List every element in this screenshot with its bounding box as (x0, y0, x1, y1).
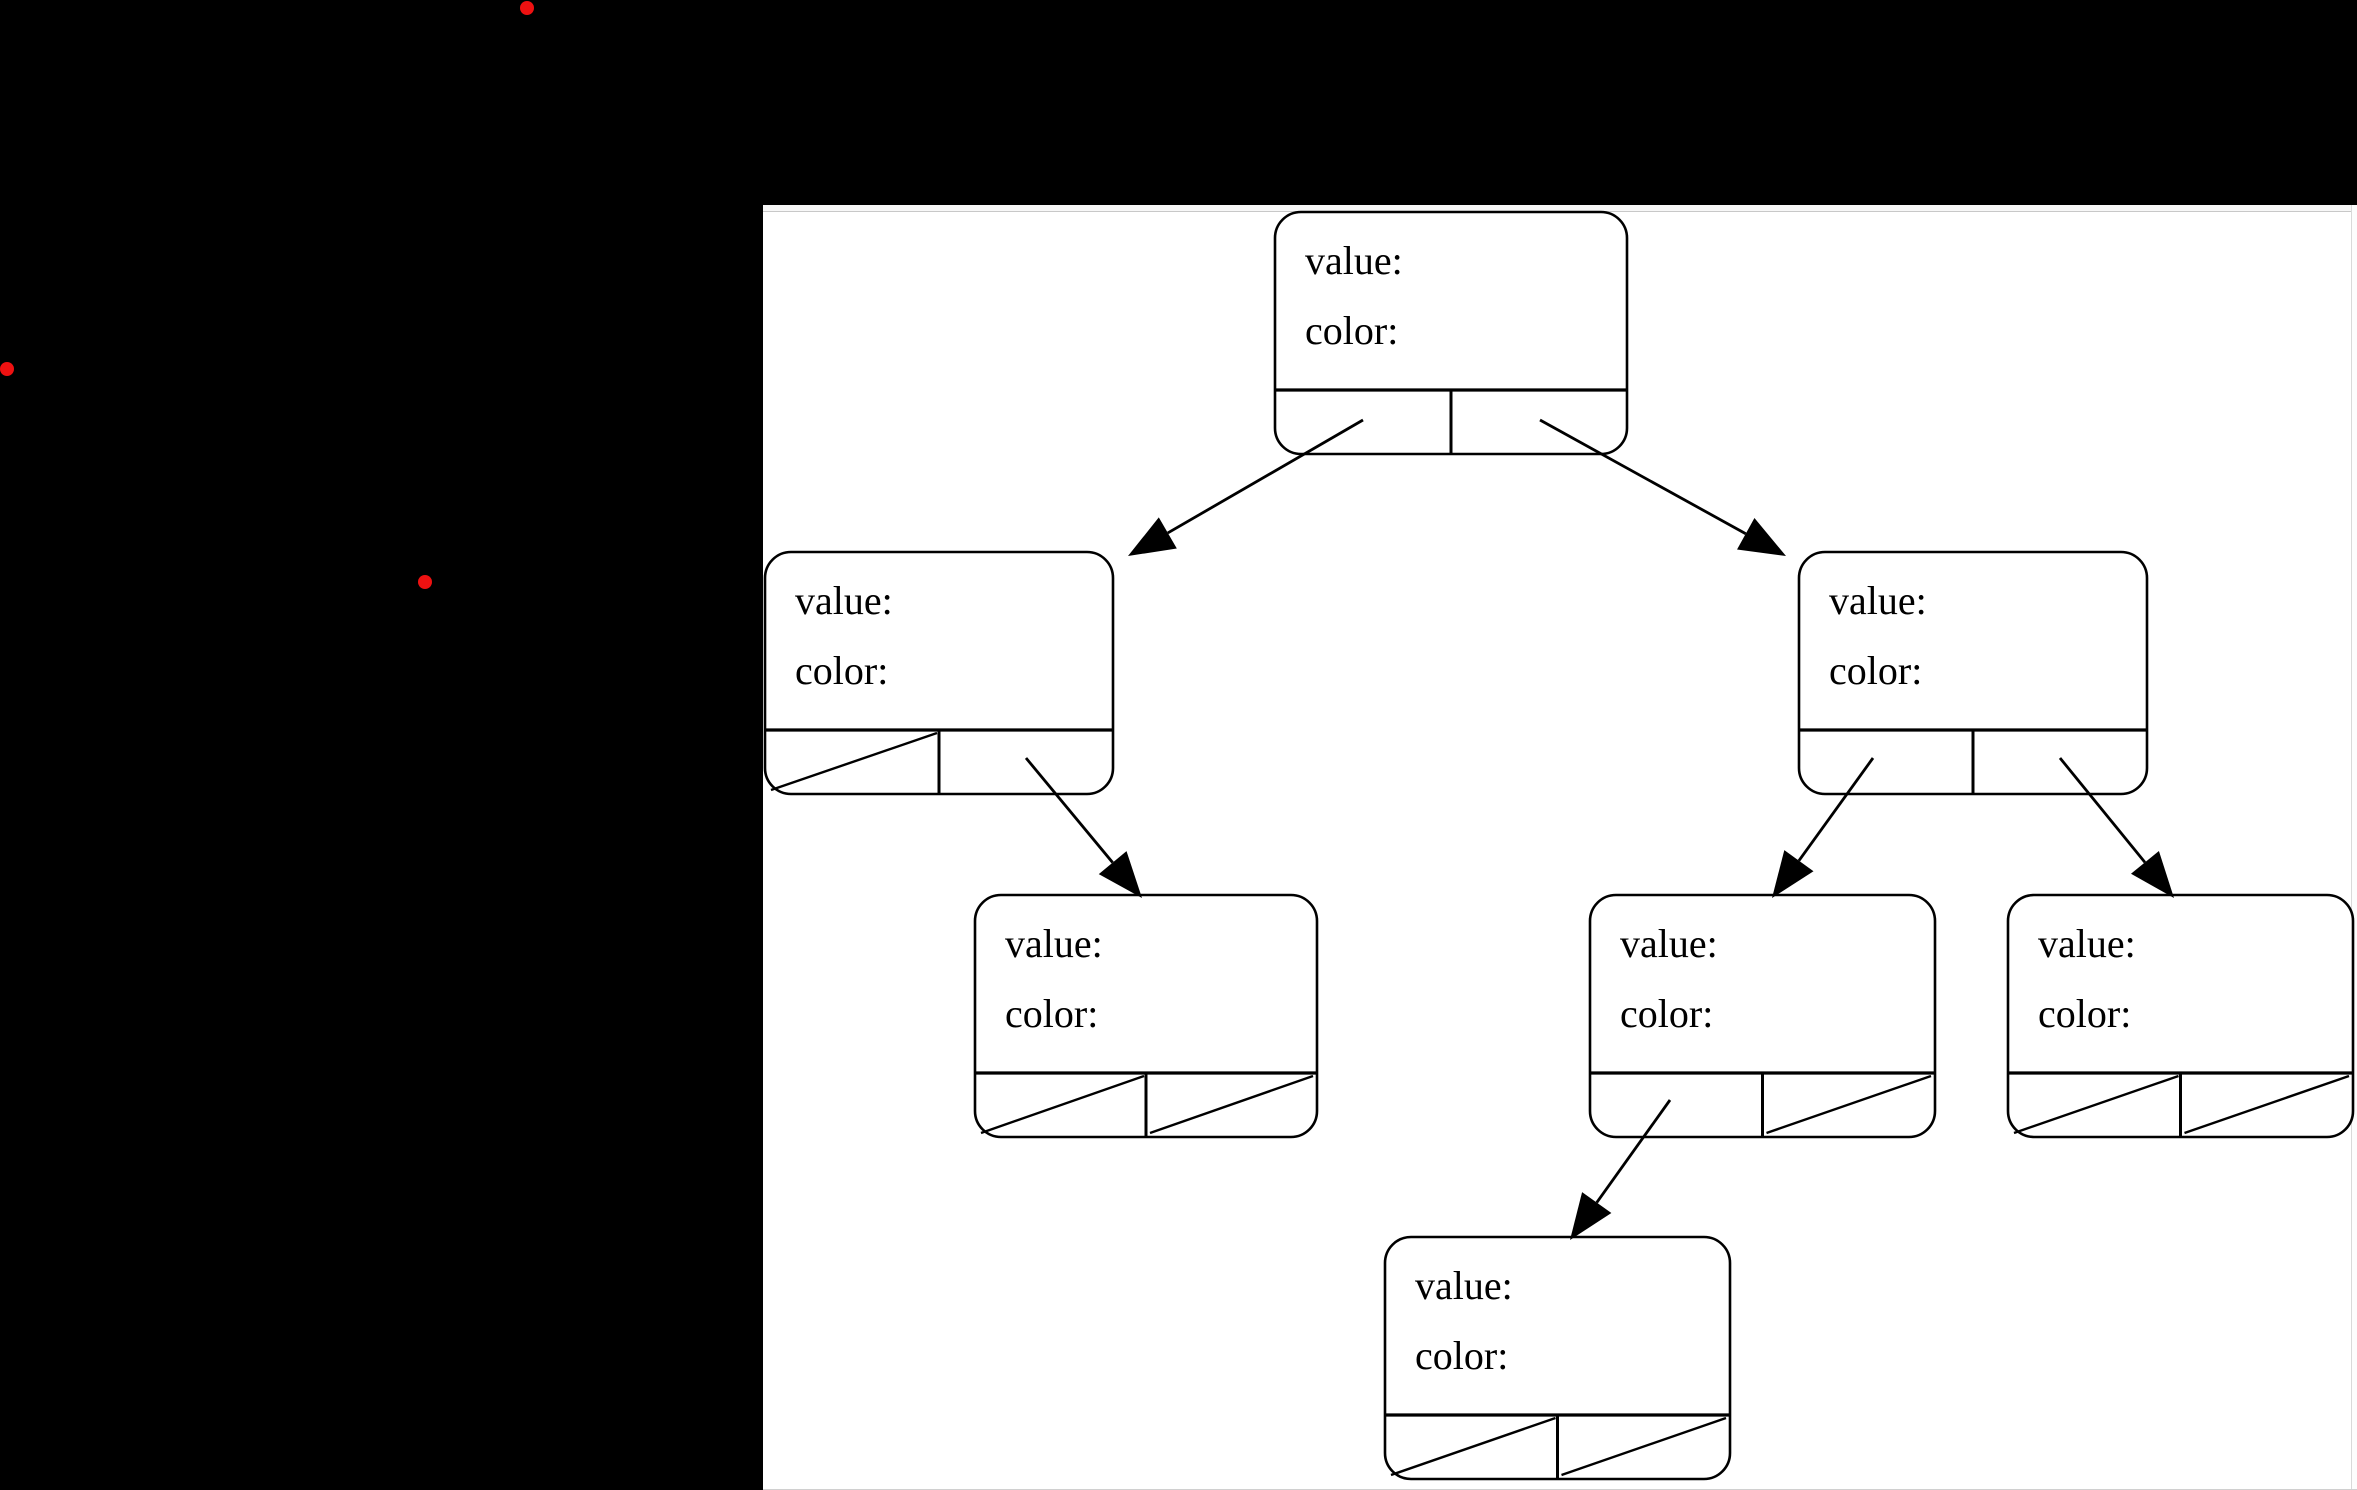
tree-diagram: value:color:value:color:value:color:valu… (763, 210, 2355, 1481)
node-value-label: value: (1829, 578, 1927, 623)
edge-left-right (1024, 757, 1142, 898)
node-color-label: color: (1620, 991, 1713, 1036)
edge-arrowhead (2130, 850, 2174, 898)
left-pointer-null-slash (2013, 1074, 2179, 1135)
node-value-label: value: (1005, 921, 1103, 966)
tree-node-right-left-left[interactable]: value: color: (1383, 1235, 1732, 1481)
node-value-label: value: (795, 578, 893, 623)
edge-line (2058, 757, 2147, 864)
left-pointer-null-slash (1390, 1416, 1556, 1477)
edge-layer (1024, 418, 2174, 1240)
tree-node-right[interactable]: value: color: (1797, 550, 2149, 796)
red-dot-top (520, 1, 534, 15)
edge-right-left (1772, 757, 1875, 898)
tree-node-left[interactable]: value: color: (763, 550, 1115, 796)
edge-right-right (2058, 757, 2174, 898)
edge-arrowhead (1098, 851, 1142, 898)
edge-root-left (1128, 418, 1364, 556)
edge-rl-left (1570, 1099, 1672, 1240)
node-color-label: color: (795, 648, 888, 693)
node-color-label: color: (1305, 308, 1398, 353)
node-layer: value:color:value:color:value:color:valu… (763, 210, 2355, 1481)
edge-arrowhead (1737, 517, 1786, 556)
node-color-label: color: (1829, 648, 1922, 693)
edge-arrowhead (1772, 850, 1814, 898)
left-pointer-null-slash (770, 731, 938, 792)
edge-arrowhead (1570, 1192, 1612, 1240)
node-color-label: color: (1005, 991, 1098, 1036)
edge-line (1167, 418, 1364, 535)
red-dot-middle (418, 575, 432, 589)
edge-root-right (1539, 418, 1786, 556)
node-color-label: color: (2038, 991, 2131, 1036)
node-value-label: value: (1620, 921, 1718, 966)
vertical-scrollbar[interactable] (2351, 205, 2357, 1490)
right-pointer-null-slash (1561, 1416, 1727, 1477)
tree-node-root[interactable]: value: color: (1273, 210, 1629, 456)
right-pointer-null-slash (1149, 1074, 1314, 1135)
edge-line (1024, 757, 1114, 864)
diagram-viewport[interactable]: value:color:value:color:value:color:valu… (763, 205, 2357, 1490)
edge-arrowhead (1128, 517, 1177, 556)
left-pointer-null-slash (980, 1074, 1145, 1135)
red-dot-left (0, 362, 14, 376)
tree-node-right-right[interactable]: value: color: (2006, 893, 2355, 1139)
node-color-label: color: (1415, 1333, 1508, 1378)
right-pointer-null-slash (2184, 1074, 2350, 1135)
edge-line (1595, 1099, 1672, 1204)
tree-node-right-left[interactable]: value: color: (1588, 893, 1937, 1139)
node-value-label: value: (2038, 921, 2136, 966)
node-value-label: value: (1305, 238, 1403, 283)
edge-line (1539, 418, 1747, 535)
node-value-label: value: (1415, 1263, 1513, 1308)
tree-node-left-right[interactable]: value: color: (973, 893, 1319, 1139)
edge-line (1797, 757, 1875, 862)
right-pointer-null-slash (1766, 1074, 1932, 1135)
